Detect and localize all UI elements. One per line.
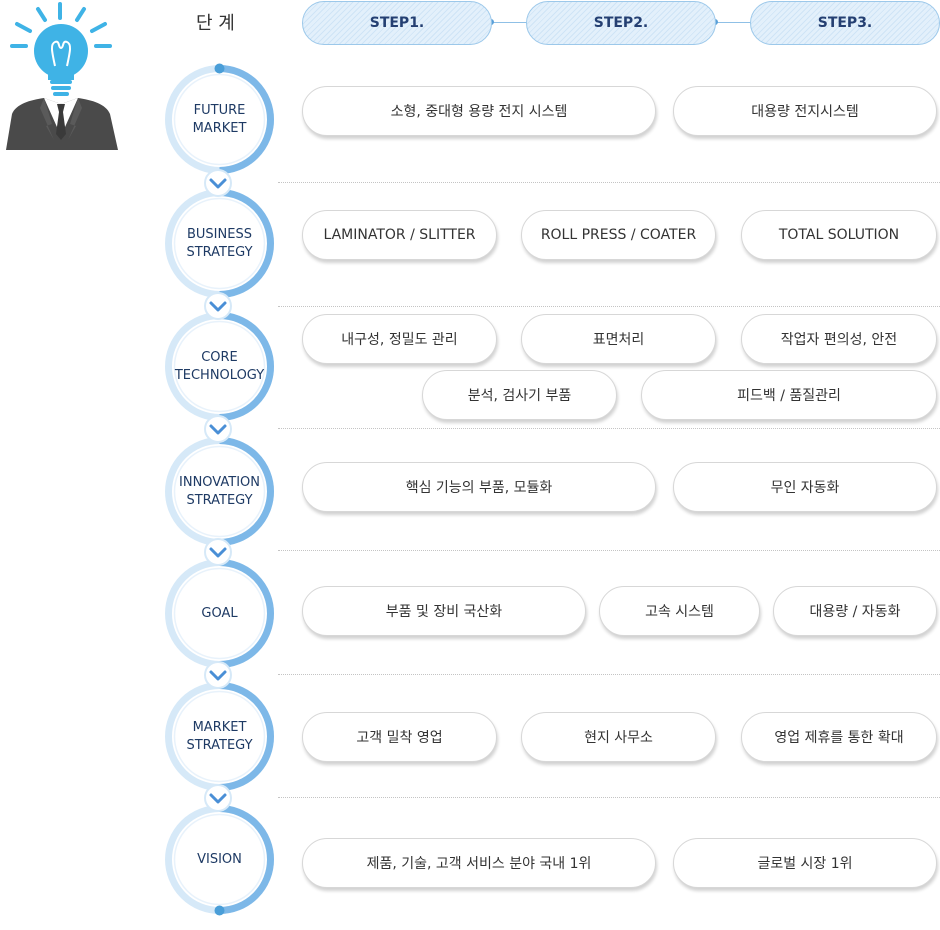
row-divider <box>278 182 940 183</box>
chevron-down-icon <box>204 538 232 566</box>
ring-label-vision: VISION <box>197 851 242 867</box>
step-1-header: STEP1. <box>302 1 492 45</box>
core-technology-item: 내구성, 정밀도 관리 <box>302 314 497 364</box>
goal-item: 대용량 / 자동화 <box>773 586 937 636</box>
core-technology-item: 피드백 / 품질관리 <box>641 370 937 420</box>
chevron-down-icon <box>204 415 232 443</box>
row-divider <box>278 674 940 675</box>
chevron-down-icon <box>204 292 232 320</box>
ring-innovation-strategy <box>165 437 274 546</box>
innovation-strategy-item: 무인 자동화 <box>673 462 937 512</box>
row-divider <box>278 550 940 551</box>
row-divider <box>278 428 940 429</box>
business-strategy-item: LAMINATOR / SLITTER <box>302 210 497 260</box>
vision-item: 제품, 기술, 고객 서비스 분야 국내 1위 <box>302 838 656 888</box>
market-strategy-item: 고객 밀착 영업 <box>302 712 497 762</box>
ring-label-core-technology: CORE TECHNOLOGY <box>174 349 265 383</box>
goal-item: 고속 시스템 <box>599 586 760 636</box>
ring-label-innovation-strategy: INNOVATION STRATEGY <box>179 474 260 508</box>
ring-label-business-strategy: BUSINESS STRATEGY <box>186 226 253 260</box>
step-2-header: STEP2. <box>526 1 716 45</box>
row-divider <box>278 797 940 798</box>
step-3-header: STEP3. <box>750 1 940 45</box>
core-technology-item: 작업자 편의성, 안전 <box>741 314 937 364</box>
core-technology-item: 표면처리 <box>521 314 716 364</box>
vision-item: 글로벌 시장 1위 <box>673 838 937 888</box>
business-strategy-item: TOTAL SOLUTION <box>741 210 937 260</box>
market-strategy-item: 현지 사무소 <box>521 712 716 762</box>
chevron-down-icon <box>204 169 232 197</box>
chevron-down-icon <box>204 784 232 812</box>
market-strategy-item: 영업 제휴를 통한 확대 <box>741 712 937 762</box>
business-strategy-item: ROLL PRESS / COATER <box>521 210 716 260</box>
step-connector <box>490 22 528 23</box>
row-divider <box>278 306 940 307</box>
core-technology-item: 분석, 검사기 부품 <box>422 370 617 420</box>
lightbulb-person-icon <box>6 2 118 150</box>
goal-item: 부품 및 장비 국산화 <box>302 586 586 636</box>
step-connector <box>714 22 752 23</box>
chevron-down-icon <box>204 661 232 689</box>
future-market-item: 소형, 중대형 용량 전지 시스템 <box>302 86 656 136</box>
ring-label-market-strategy: MARKET STRATEGY <box>186 719 253 753</box>
ring-label-goal: GOAL <box>201 605 238 621</box>
innovation-strategy-item: 핵심 기능의 부품, 모듈화 <box>302 462 656 512</box>
stage-header-label: 단 계 <box>196 13 235 34</box>
ring-label-future-market: FUTURE MARKET <box>192 102 247 136</box>
ring-future-market <box>165 63 274 174</box>
future-market-item: 대용량 전지시스템 <box>673 86 937 136</box>
ring-vision <box>165 805 274 916</box>
